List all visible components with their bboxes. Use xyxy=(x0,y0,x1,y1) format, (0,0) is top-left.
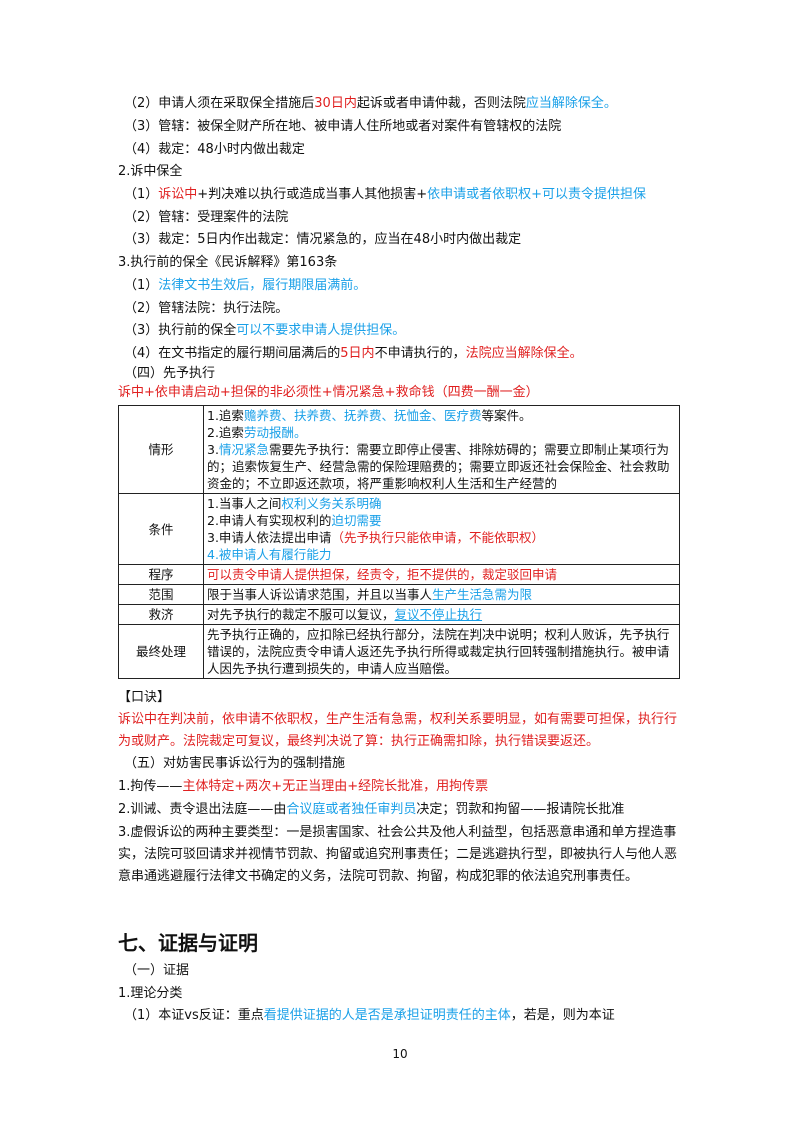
table-row: 范围 限于当事人诉讼请求范围，并且以当事人生产生活急需为限 xyxy=(118,584,680,605)
text: +判决难以执行或造成当事人其他损害+ xyxy=(197,187,428,202)
table-cell: 先予执行正确的，应扣除已经执行部分，法院在判决中说明；权利人败诉，先予执行错误的… xyxy=(203,624,680,679)
highlight-blue: 法律文书生效后，履行期限届满前。 xyxy=(158,278,367,293)
mnemonic-text: 诉讼中在判决前，依申请不依职权，生产生活有急需，权利关系要明显，如有需要可担保，… xyxy=(118,712,678,749)
section-heading: 3.执行前的保全《民诉解释》第163条 xyxy=(118,255,338,270)
table-row: 程序 可以责令申请人提供担保，经责令，拒不提供的，裁定驳回申请 xyxy=(118,564,680,585)
table-cell: 限于当事人诉讼请求范围，并且以当事人生产生活急需为限 xyxy=(203,584,680,605)
text-line: （3）管辖：被保全财产所在地、被申请人住所地或者对案件有管辖权的法院 xyxy=(124,119,562,134)
table-row: 条件 1.当事人之间权利义务关系明确 2.申请人有实现权利的迫切需要 3.申请人… xyxy=(118,493,680,565)
text: 2.训诫、责令退出法庭——由 xyxy=(118,802,287,817)
row-header: 救济 xyxy=(118,604,204,625)
text: 1.拘传—— xyxy=(118,779,183,794)
table-cell: 1.当事人之间权利义务关系明确 2.申请人有实现权利的迫切需要 3.申请人依法提… xyxy=(203,493,680,565)
text-line: （1）法律文书生效后，履行期限届满前。 xyxy=(124,277,366,295)
text-line: （1）诉讼中+判决难以执行或造成当事人其他损害+依申请或者依职权+可以责令提供担… xyxy=(124,186,646,204)
row-header: 程序 xyxy=(118,564,204,585)
advance-execution-table: 情形 1.追索赡养费、扶养费、抚养费、抚恤金、医疗费等案件。 2.追索劳动报酬。… xyxy=(118,405,680,679)
highlight-red: 5日内 xyxy=(340,346,375,361)
text-line: （4）在文书指定的履行期间届满后的5日内不申请执行的，法院应当解除保全。 xyxy=(124,345,583,363)
mnemonic-heading: 【口诀】 xyxy=(118,690,171,705)
page-number: 10 xyxy=(392,1047,408,1061)
text-line: （3）裁定：5日内作出裁定：情况紧急的，应当在48小时内做出裁定 xyxy=(124,232,522,247)
section-heading: （五）对妨害民事诉讼行为的强制措施 xyxy=(124,756,346,771)
text: 决定；罚款和拘留——报请院长批准 xyxy=(416,802,625,817)
row-header: 最终处理 xyxy=(118,624,204,679)
text-line: （4）裁定：48小时内做出裁定 xyxy=(124,142,305,157)
table-cell: 可以责令申请人提供担保，经责令，拒不提供的，裁定驳回申请 xyxy=(203,564,680,585)
paragraph: 3.虚假诉讼的两种主要类型：一是损害国家、社会公共及他人利益型，包括恶意串通和单… xyxy=(118,825,678,884)
highlight-blue: 应当解除保全。 xyxy=(525,96,617,111)
chapter-heading: 七、证据与证明 xyxy=(118,931,258,955)
section-heading: （一）证据 xyxy=(124,963,190,978)
text: （1）本证vs反证：重点 xyxy=(124,1008,264,1023)
highlight-blue: 合议庭或者独任审判员 xyxy=(286,802,417,817)
row-header: 范围 xyxy=(118,584,204,605)
text-line: 1.拘传——主体特定+两次+无正当理由+经院长批准，用拘传票 xyxy=(118,778,488,796)
text: （4）在文书指定的履行期间届满后的 xyxy=(124,346,341,361)
text: （2）申请人须在采取保全措施后 xyxy=(124,96,315,111)
table-row: 救济 对先予执行的裁定不服可以复议，复议不停止执行 xyxy=(118,604,680,625)
text: 不申请执行的， xyxy=(374,346,466,361)
table-cell: 1.追索赡养费、扶养费、抚养费、抚恤金、医疗费等案件。 2.追索劳动报酬。 3.… xyxy=(203,405,680,494)
highlight-blue: 看提供证据的人是否是承担证明责任的主体 xyxy=(263,1008,511,1023)
table-cell: 对先予执行的裁定不服可以复议，复议不停止执行 xyxy=(203,604,680,625)
row-header: 情形 xyxy=(118,405,204,494)
highlight-red: 诉讼中 xyxy=(158,187,198,202)
section-heading: 2.诉中保全 xyxy=(118,164,183,179)
text-line: 1.理论分类 xyxy=(118,986,183,1001)
text: 起诉或者申请仲裁，否则法院 xyxy=(356,96,526,111)
highlight-blue: 可以不要求申请人提供担保。 xyxy=(236,323,406,338)
text: ，若是，则为本证 xyxy=(510,1008,615,1023)
summary-line: 诉中+依申请启动+担保的非必须性+情况紧急+救命钱（四费一酬一金） xyxy=(118,385,539,400)
text-line: （2）管辖法院：执行法院。 xyxy=(124,301,289,316)
row-header: 条件 xyxy=(118,493,204,565)
text-line: （3）执行前的保全可以不要求申请人提供担保。 xyxy=(124,322,405,340)
highlight-red: 法院应当解除保全。 xyxy=(465,346,583,361)
section-heading: （四）先予执行 xyxy=(124,366,216,381)
text-line: （1）本证vs反证：重点看提供证据的人是否是承担证明责任的主体，若是，则为本证 xyxy=(124,1007,615,1025)
text: （1） xyxy=(124,278,159,293)
highlight-red: 30日内 xyxy=(314,96,357,111)
highlight-blue: 依申请或者依职权+可以责令提供担保 xyxy=(427,187,646,202)
text-line: （2）申请人须在采取保全措施后30日内起诉或者申请仲裁，否则法院应当解除保全。 xyxy=(124,95,617,113)
table-row: 最终处理 先予执行正确的，应扣除已经执行部分，法院在判决中说明；权利人败诉，先予… xyxy=(118,624,680,679)
text-line: （2）管辖：受理案件的法院 xyxy=(124,210,289,225)
text: （1） xyxy=(124,187,159,202)
text: （3）执行前的保全 xyxy=(124,323,237,338)
highlight-red: 主体特定+两次+无正当理由+经院长批准，用拘传票 xyxy=(182,779,489,794)
text-line: 2.训诫、责令退出法庭——由合议庭或者独任审判员决定；罚款和拘留——报请院长批准 xyxy=(118,801,624,819)
table-row: 情形 1.追索赡养费、扶养费、抚养费、抚恤金、医疗费等案件。 2.追索劳动报酬。… xyxy=(118,405,680,494)
